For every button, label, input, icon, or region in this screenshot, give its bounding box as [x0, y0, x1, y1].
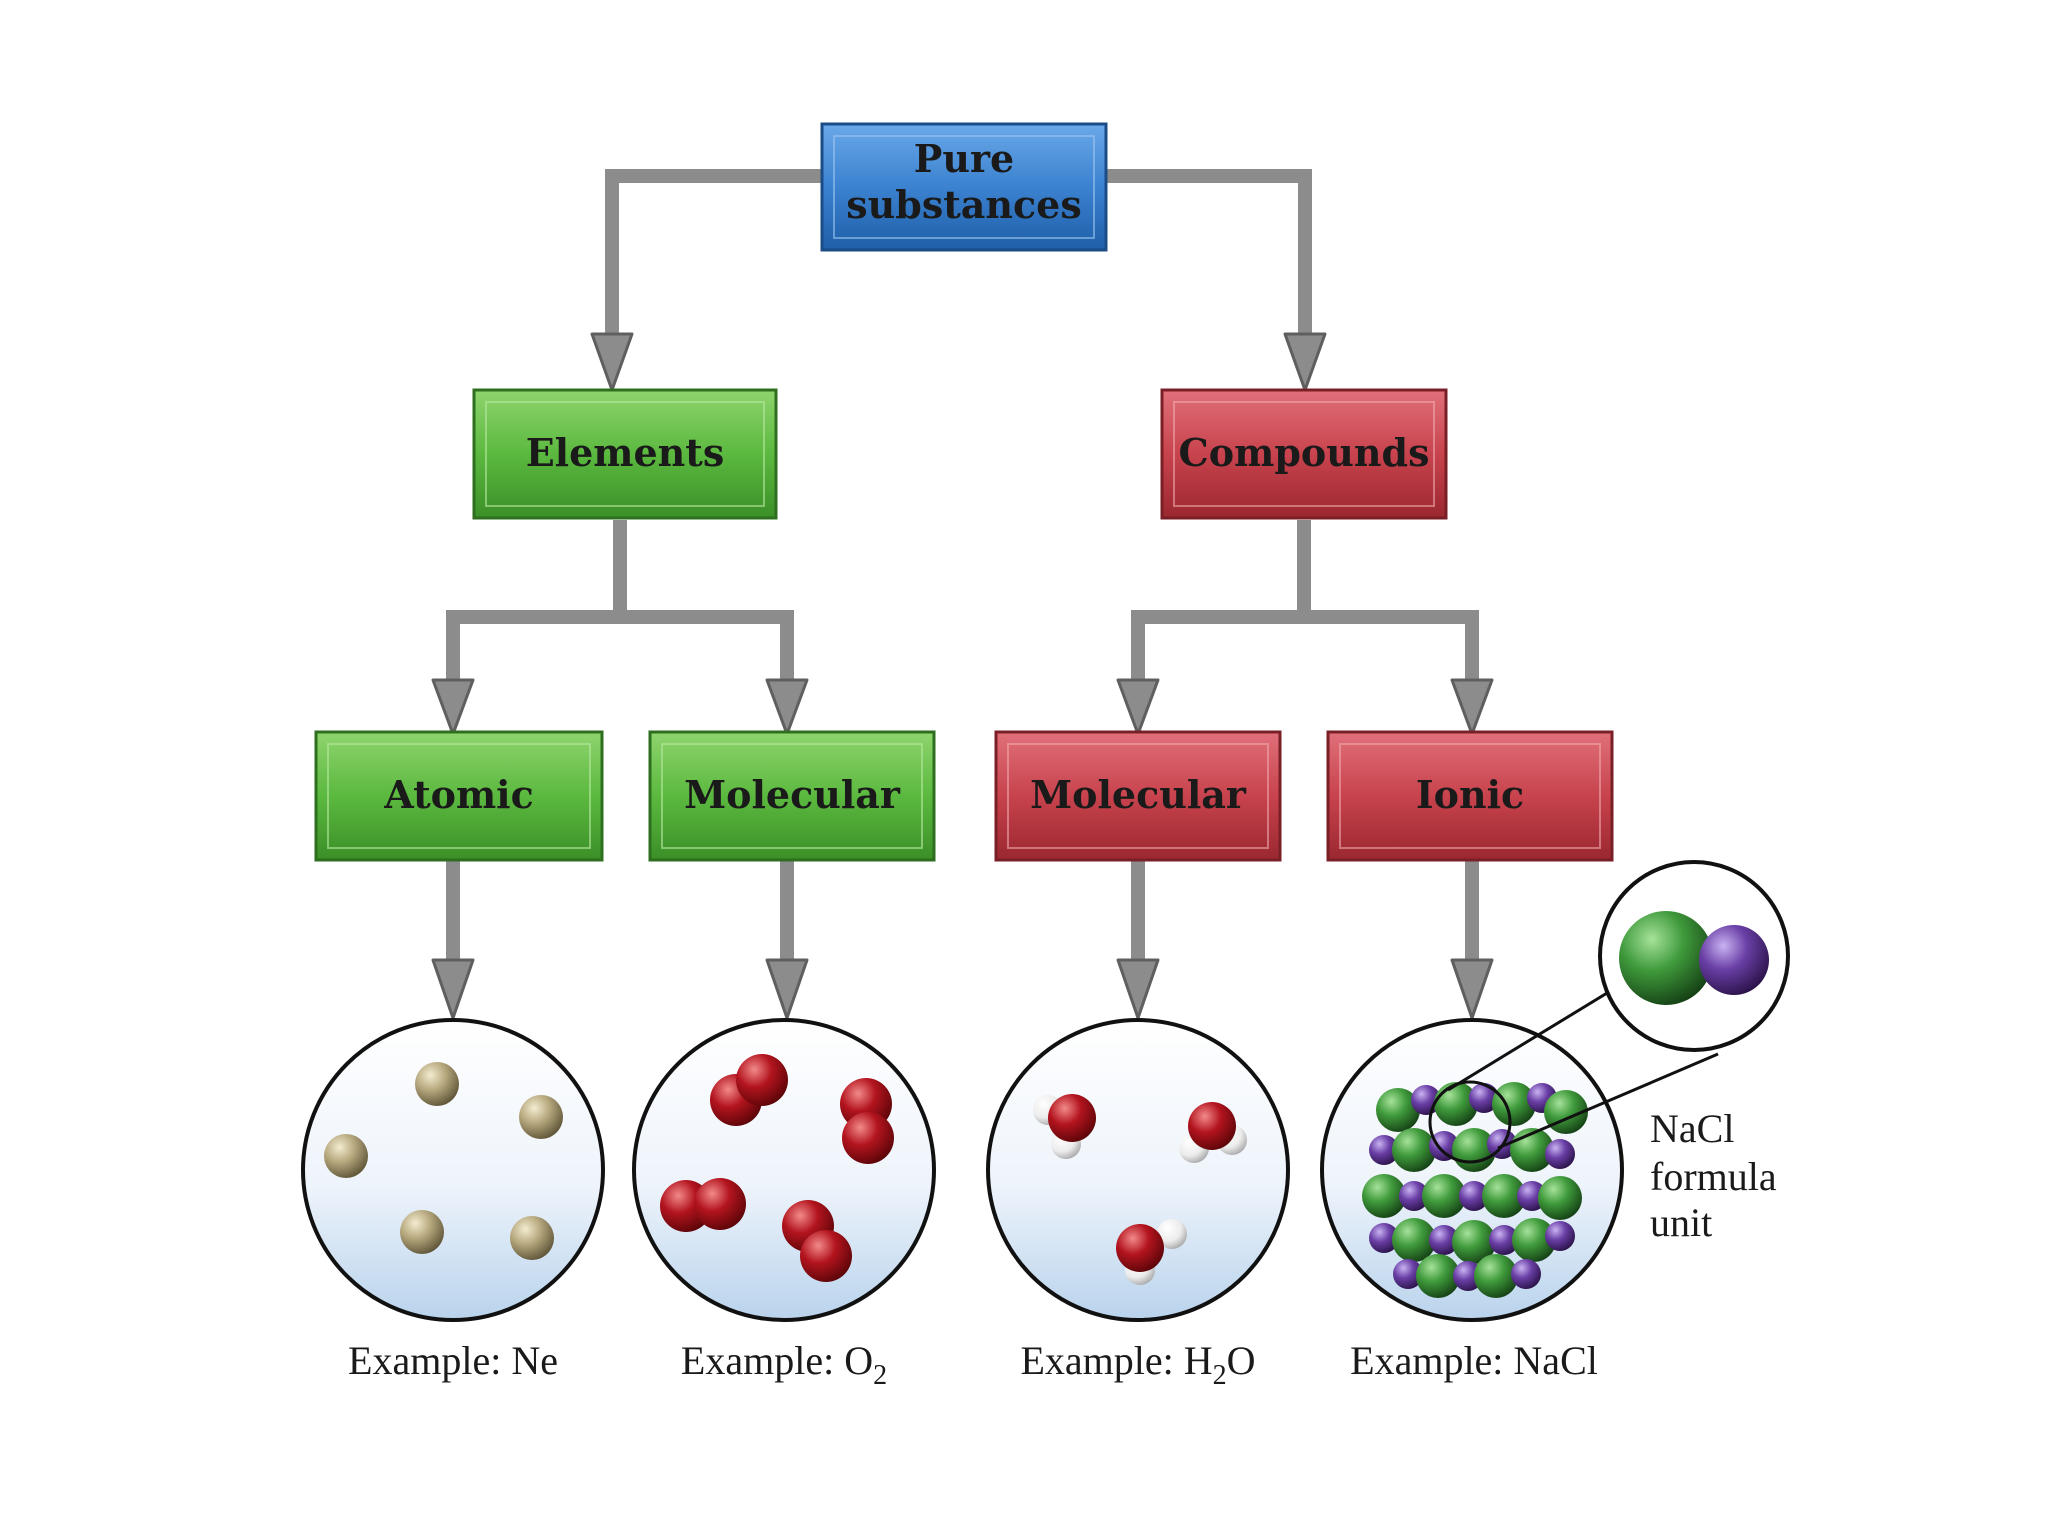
- arrowhead: [431, 958, 475, 1020]
- h2o-molecule: [1116, 1219, 1187, 1285]
- node-compounds-label: Compounds: [1179, 430, 1430, 475]
- ne-atom: [510, 1216, 554, 1260]
- nacl-callout-line3: unit: [1650, 1200, 1712, 1245]
- node-pure-substances-line2: substances: [846, 182, 1082, 227]
- sodium-ion: [1619, 911, 1713, 1005]
- node-pure-substances: Pure substances: [820, 122, 1108, 252]
- ne-atom: [415, 1062, 459, 1106]
- arrowheads: [431, 332, 1494, 1020]
- arrowhead: [1450, 958, 1494, 1020]
- node-elements: Elements: [472, 388, 778, 520]
- node-atomic-label: Atomic: [383, 772, 534, 817]
- arrow-elements-split: [446, 520, 794, 690]
- h2o-molecule: [1033, 1094, 1096, 1159]
- h2o-molecule: [1179, 1102, 1247, 1163]
- nacl-zoom-callout: [1447, 860, 1790, 1150]
- node-pure-substances-line1: Pure: [914, 136, 1014, 181]
- o2-molecule: [840, 1078, 894, 1164]
- arrow-pure-to-elements: [605, 169, 822, 338]
- ne-atom: [400, 1210, 444, 1254]
- arrowhead: [431, 678, 475, 736]
- node-molecular-elements-label: Molecular: [684, 772, 901, 817]
- o2-molecule: [660, 1178, 746, 1232]
- formula-unit-highlight: [1428, 1080, 1512, 1164]
- o2-molecule: [782, 1200, 852, 1282]
- arrowhead: [1450, 678, 1494, 736]
- connector-arrows: [446, 169, 1479, 970]
- arrow-compounds-split: [1131, 520, 1479, 690]
- nacl-lattice: [1362, 1082, 1588, 1298]
- arrow-pure-to-compounds: [1106, 169, 1312, 338]
- arrowhead: [590, 332, 634, 392]
- node-atomic: Atomic: [314, 730, 604, 862]
- ne-atom: [519, 1095, 563, 1139]
- arrowhead: [1116, 678, 1160, 736]
- node-molecular-compounds-label: Molecular: [1030, 772, 1247, 817]
- example-o2-label: Example: O2: [681, 1338, 887, 1391]
- example-h2o-label: Example: H2O: [1020, 1338, 1255, 1391]
- ne-atom: [324, 1134, 368, 1178]
- node-compounds: Compounds: [1160, 388, 1448, 520]
- nacl-callout-line2: formula: [1650, 1154, 1777, 1199]
- example-ne-label: Example: Ne: [348, 1338, 558, 1383]
- node-molecular-elements: Molecular: [648, 730, 936, 862]
- node-molecular-compounds: Molecular: [994, 730, 1282, 862]
- arrowhead: [1116, 958, 1160, 1020]
- o2-molecule: [710, 1054, 788, 1126]
- arrowhead: [765, 958, 809, 1020]
- arrowhead: [765, 678, 809, 736]
- particle-view-nacl: [1320, 1018, 1624, 1322]
- example-nacl-label: Example: NaCl: [1350, 1338, 1598, 1383]
- node-ionic-label: Ionic: [1416, 772, 1524, 817]
- particle-view-h2o: [986, 1018, 1290, 1322]
- node-elements-label: Elements: [526, 430, 725, 475]
- nacl-callout-line1: NaCl: [1650, 1106, 1734, 1151]
- node-ionic: Ionic: [1326, 730, 1614, 862]
- particle-view-ne: [301, 1018, 605, 1322]
- particle-view-o2: [632, 1018, 936, 1322]
- arrowhead: [1283, 332, 1327, 392]
- chloride-ion: [1699, 925, 1769, 995]
